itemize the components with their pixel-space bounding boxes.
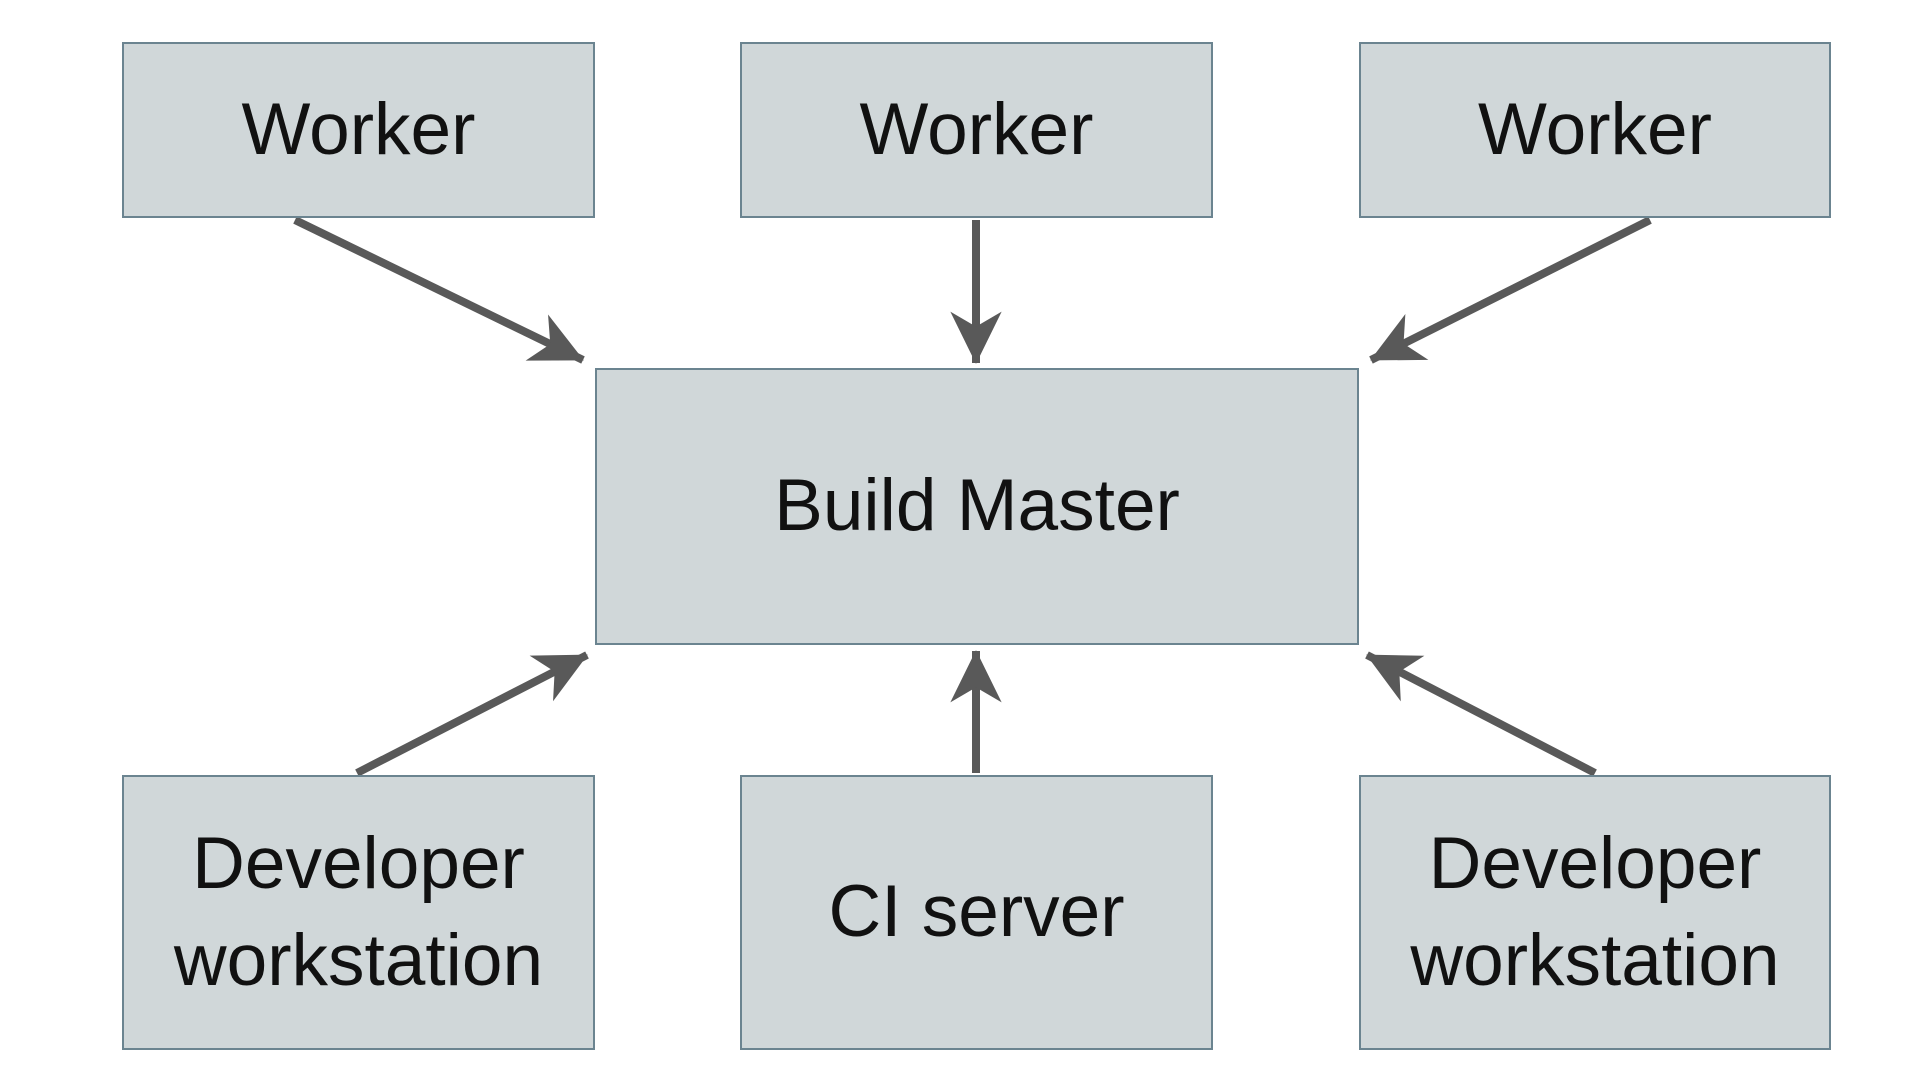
node-worker-1-label: Worker: [241, 88, 476, 170]
arrow-worker3-to-buildmaster: [1369, 216, 1652, 364]
node-ci-server: CI server: [740, 775, 1213, 1050]
node-developer-workstation-1: Developer workstation: [122, 775, 595, 1050]
node-build-master: Build Master: [595, 368, 1359, 645]
node-ci-server-label: CI server: [828, 871, 1125, 953]
node-worker-1: Worker: [122, 42, 595, 218]
node-worker-2-label: Worker: [859, 88, 1094, 170]
arrow-devworkstation1-to-buildmaster: [355, 651, 589, 777]
arrow-worker1-to-buildmaster: [293, 216, 585, 364]
node-developer-workstation-2: Developer workstation: [1359, 775, 1831, 1050]
node-build-master-label: Build Master: [774, 465, 1180, 547]
node-developer-workstation-2-label: Developer workstation: [1410, 823, 1780, 1001]
node-worker-2: Worker: [740, 42, 1213, 218]
arrow-devworkstation2-to-buildmaster: [1365, 651, 1597, 777]
node-worker-3-label: Worker: [1478, 88, 1712, 170]
node-worker-3: Worker: [1359, 42, 1831, 218]
node-developer-workstation-1-label: Developer workstation: [173, 823, 544, 1001]
